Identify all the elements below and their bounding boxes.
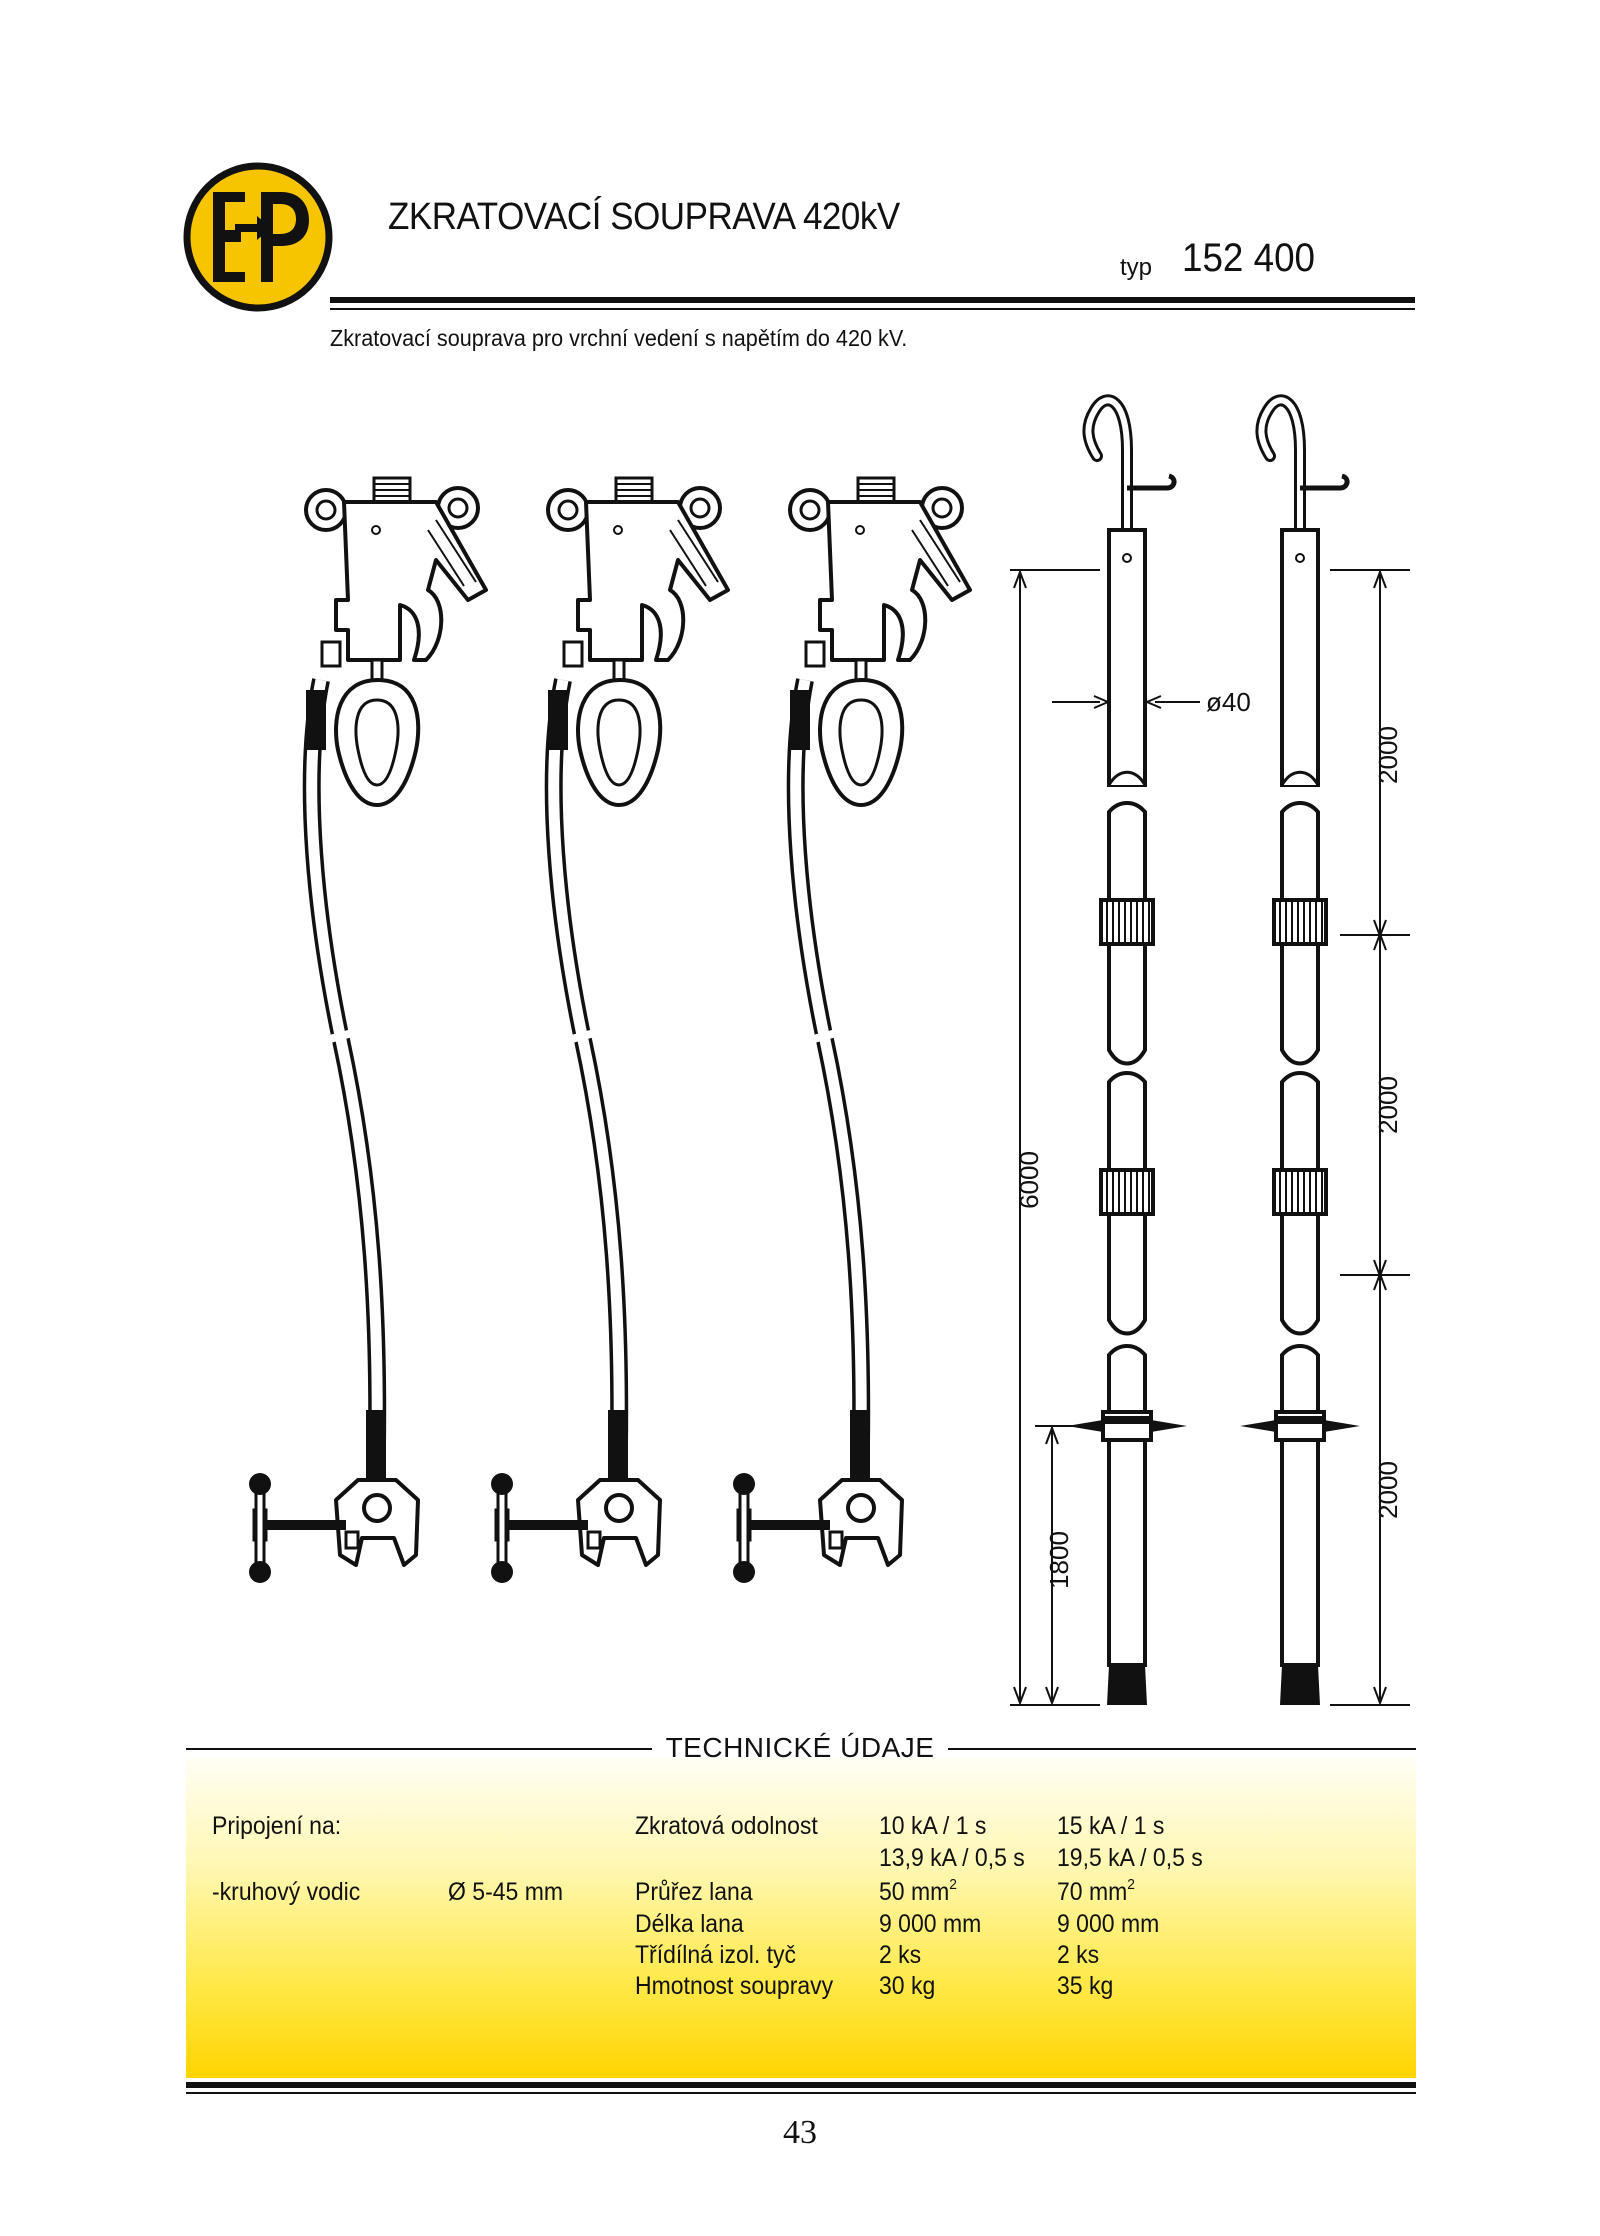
spec-label: Průřez lana	[635, 1878, 753, 1906]
spec-value-2: 35 kg	[1057, 1972, 1114, 2000]
spec-value-1: 50 mm2	[879, 1876, 957, 1906]
tech-heading: TECHNICKÉ ÚDAJE	[0, 1732, 1600, 1764]
type-label: typ	[1120, 254, 1153, 281]
dim-section-top-label: 2000	[1373, 726, 1403, 784]
footer-rule-thin	[186, 2092, 1416, 2094]
spec-value-1: 2 ks	[879, 1941, 922, 1969]
spec-label: Hmotnost soupravy	[635, 1972, 834, 2000]
technical-drawing: 6000 ø40 2000 2000 2000 1800	[0, 360, 1410, 1740]
type-number: 152 400	[1182, 236, 1316, 280]
spec-value-1: 9 000 mm	[879, 1910, 982, 1938]
conductor-value: Ø 5-45 mm	[448, 1878, 564, 1906]
subtitle: Zkratovací souprava pro vrchní vedení s …	[330, 325, 908, 351]
spec-label: Třídílná izol. tyč	[635, 1941, 797, 1969]
header-rule-thick	[330, 297, 1415, 303]
footer-rule-thick	[186, 2082, 1416, 2088]
conductor-label: -kruhový vodic	[212, 1878, 361, 1906]
spec-value-2: 2 ks	[1057, 1941, 1100, 1969]
spec-value-2: 15 kA / 1 s	[1057, 1812, 1165, 1840]
page-title: ZKRATOVACÍ SOUPRAVA 420kV	[388, 196, 900, 238]
spec-value-1: 30 kg	[879, 1972, 936, 2000]
spec-value-2: 70 mm2	[1057, 1876, 1135, 1906]
page-number: 43	[783, 2114, 817, 2151]
dim-section-bottom-label: 2000	[1373, 1461, 1403, 1519]
dim-handle-label: 1800	[1044, 1531, 1074, 1589]
dim-section-mid-label: 2000	[1373, 1076, 1403, 1134]
spec-label: Zkratová odolnost	[635, 1812, 818, 1840]
spec-value-2: 19,5 kA / 0,5 s	[1057, 1844, 1203, 1872]
spec-value-2: 9 000 mm	[1057, 1910, 1160, 1938]
spec-value-1: 10 kA / 1 s	[879, 1812, 987, 1840]
dim-diameter-label: ø40	[1206, 687, 1251, 717]
dim-total-label: 6000	[1014, 1151, 1044, 1209]
tech-data-panel: Pripojení na: -kruhový vodic Ø 5-45 mm Z…	[186, 1758, 1416, 2078]
spec-value-1: 13,9 kA / 0,5 s	[879, 1844, 1025, 1872]
connection-label: Pripojení na:	[212, 1812, 342, 1840]
spec-label: Délka lana	[635, 1910, 744, 1938]
header-rule-thin	[330, 308, 1415, 310]
ep-logo	[183, 162, 333, 312]
